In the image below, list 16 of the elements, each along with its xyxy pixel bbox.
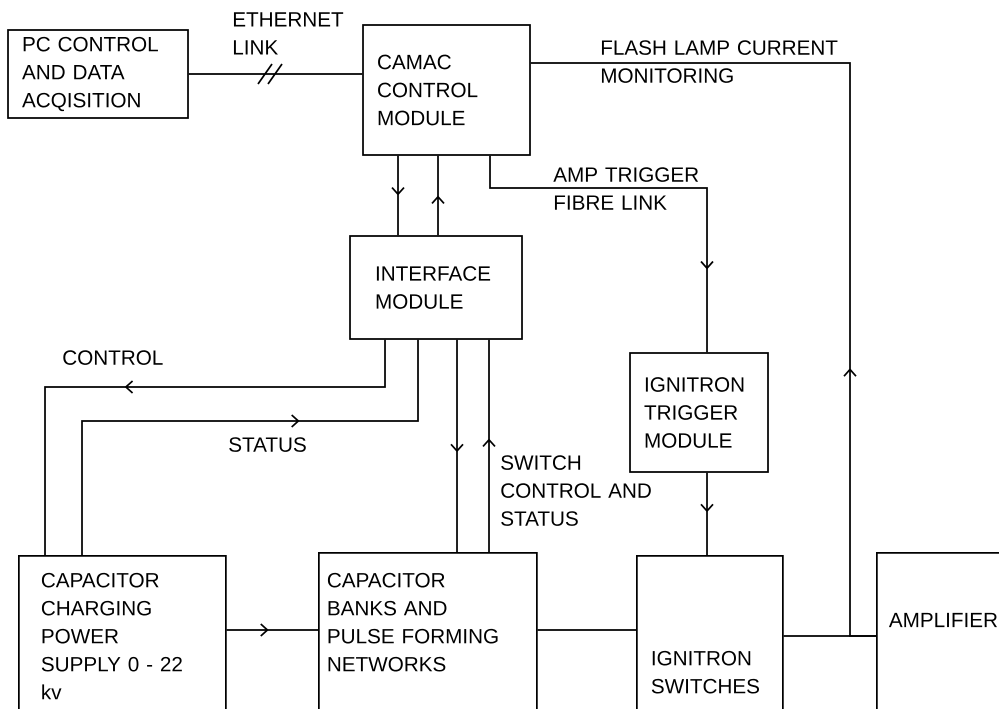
connector-line	[538, 629, 636, 631]
block-box: IGNITRON TRIGGER MODULE	[629, 352, 769, 473]
block-box: CAPACITOR CHARGING POWER SUPPLY 0 - 22 kv	[18, 555, 227, 709]
block-box: AMPLIFIER	[876, 552, 999, 709]
edge-label: AMP TRIGGER FIBRE LINK	[553, 167, 698, 210]
edge-label: STATUS	[229, 437, 306, 452]
connector-line	[188, 73, 362, 75]
edge-label: FLASH LAMP CURRENT MONITORING	[602, 40, 838, 83]
block-box: PC CONTROL AND DATA ACQISITION	[7, 29, 189, 119]
edge-label: ETHERNET LINK	[234, 12, 344, 54]
block-box: CAPACITOR BANKS AND PULSE FORMING NETWORKS	[318, 552, 538, 709]
block-box: CAMAC CONTROL MODULE	[362, 24, 531, 156]
connector-line	[784, 635, 876, 637]
block-box: INTERFACE MODULE	[349, 235, 523, 340]
block-box: IGNITRON SWITCHES	[636, 555, 784, 709]
edge-label: CONTROL	[63, 350, 163, 365]
